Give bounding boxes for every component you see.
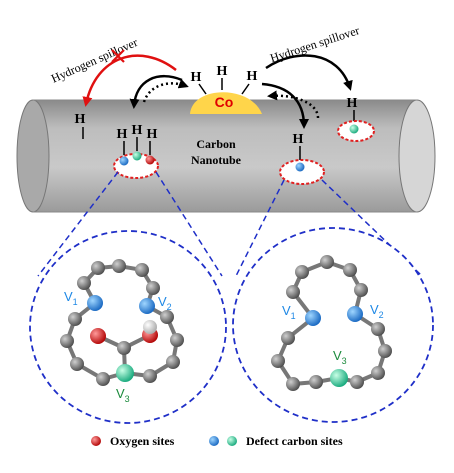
carbon-atom (343, 263, 357, 277)
h-atom: H (217, 64, 228, 79)
h-atom: H (293, 132, 304, 147)
carbon-atom (112, 259, 126, 273)
svg-text:V2: V2 (370, 302, 384, 320)
svg-text:V3: V3 (333, 348, 347, 366)
carbon-atom (70, 357, 84, 371)
carbon-nanotube (16, 99, 436, 213)
h-atom: H (147, 127, 158, 142)
carbon-label: Carbon (196, 137, 236, 151)
carbon-atom (91, 261, 105, 275)
carbon-atom (295, 265, 309, 279)
vacancy-atom-v2 (347, 306, 363, 322)
legend-defect-green-swatch (227, 436, 237, 446)
co-label: Co (215, 94, 234, 110)
curved-arrow-icon (129, 75, 183, 109)
vacancy-atom-v1 (87, 295, 103, 311)
co-blob (190, 92, 262, 114)
v3-label-right: V3 (333, 348, 347, 366)
oxygen-atom (145, 155, 155, 165)
svg-text:V1: V1 (282, 303, 296, 321)
carbon-atom (160, 310, 174, 324)
defect-carbon-atom (119, 156, 129, 166)
v2-label-left: V2 (158, 294, 172, 312)
carbon-atom (77, 276, 91, 290)
defect-carbon-atom (349, 124, 359, 134)
vacancy-atom-v1 (305, 310, 321, 326)
spillover-left-label: Hydrogen spillover (49, 35, 140, 86)
curved-arrow-icon (265, 54, 353, 91)
cobalt-particle: Co (190, 92, 262, 114)
v1-label-right: V1 (282, 303, 296, 321)
hydrogen-atom (143, 320, 157, 334)
svg-text:V3: V3 (116, 386, 130, 404)
right-molecule: V1 V2 V3 (271, 255, 392, 391)
legend: Oxygen sites Defect carbon sites (91, 434, 343, 448)
legend-oxygen-swatch (91, 436, 101, 446)
vacancy-atom-v3 (116, 364, 134, 382)
defect-carbon-atom (132, 151, 142, 161)
tube-right-end (398, 99, 436, 213)
legend-defect-label: Defect carbon sites (246, 434, 343, 448)
carbon-atom (281, 331, 295, 345)
v1-label-left: V1 (64, 289, 78, 307)
blocked-cross-icon (111, 49, 125, 63)
carbon-atom (135, 263, 149, 277)
right-defect-site: H (279, 132, 325, 185)
tube-left-end (16, 99, 50, 213)
carbon-atom (354, 283, 368, 297)
carbon-atom (96, 372, 110, 386)
h-atom: H (132, 123, 143, 138)
carbon-atom (378, 344, 392, 358)
left-defect-site: H H H (113, 123, 159, 179)
carbon-atom (170, 333, 184, 347)
carbon-atom (68, 312, 82, 326)
carbon-atom (286, 285, 300, 299)
carbon-atom (371, 366, 385, 380)
vacancy-atom-v2 (139, 298, 155, 314)
defect-carbon-atom (295, 162, 305, 172)
carbon-atom (286, 377, 300, 391)
zoom-circle-right (232, 227, 434, 423)
h-atom: H (247, 69, 258, 84)
carbon-atom (117, 341, 131, 355)
co-hydrogens: H H H (191, 64, 258, 95)
vacancy-atom-v3 (330, 369, 348, 387)
svg-text:V1: V1 (64, 289, 78, 307)
carbon-atom (350, 375, 364, 389)
carbon-atom (166, 355, 180, 369)
h-atom: H (75, 112, 86, 127)
dotted-arrow-icon (142, 78, 189, 103)
tube-body (33, 100, 417, 212)
carbon-atom (146, 281, 160, 295)
h-atom: H (347, 96, 358, 111)
v3-label-left: V3 (116, 386, 130, 404)
dotted-arrow-icon (267, 90, 320, 119)
carbon-atom (143, 369, 157, 383)
legend-oxygen-label: Oxygen sites (110, 434, 175, 448)
oxygen-atom (90, 328, 106, 344)
carbon-atom (271, 354, 285, 368)
defect-ring (279, 159, 325, 185)
carbon-atom (60, 334, 74, 348)
v2-label-right: V2 (370, 302, 384, 320)
carbon-atom (371, 322, 385, 336)
h-atom: H (191, 70, 202, 85)
h-atom: H (117, 127, 128, 142)
left-molecule: V1 V2 V3 (60, 259, 184, 404)
legend-defect-blue-swatch (209, 436, 219, 446)
carbon-atom (320, 255, 334, 269)
svg-text:V2: V2 (158, 294, 172, 312)
nanotube-label: Nanotube (191, 153, 242, 167)
carbon-atom (309, 375, 323, 389)
